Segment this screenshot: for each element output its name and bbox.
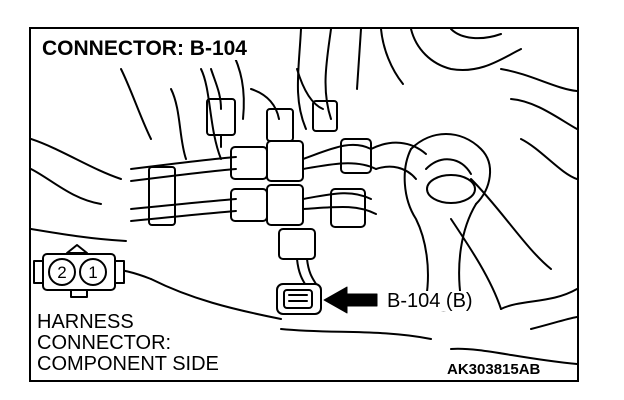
wiring-harness	[130, 68, 427, 260]
drawing-code: AK303815AB	[445, 361, 543, 378]
harness-label-line2: CONNECTOR:	[37, 333, 176, 354]
diagram-title: CONNECTOR: B-104	[39, 37, 250, 60]
harness-label-line1: HARNESS	[37, 312, 138, 333]
b104-connector-drawing	[276, 258, 322, 315]
background-structures	[31, 29, 577, 365]
harness-connector-face	[33, 244, 125, 298]
callout-arrow	[323, 286, 378, 314]
diagram-frame: 2 1 CONNECTOR: B-104 HARNESS CONNECTOR: …	[29, 27, 579, 382]
harness-label-line3: COMPONENT SIDE	[37, 354, 223, 375]
connector-pin-1: 1	[88, 263, 97, 282]
connector-callout-label: B-104 (B)	[385, 290, 475, 312]
coolant-hose	[403, 133, 492, 312]
engine-bay-illustration: 2 1	[31, 29, 577, 365]
connector-pin-2: 2	[57, 263, 66, 282]
harness-connector-label: HARNESS CONNECTOR: COMPONENT SIDE	[37, 312, 223, 375]
